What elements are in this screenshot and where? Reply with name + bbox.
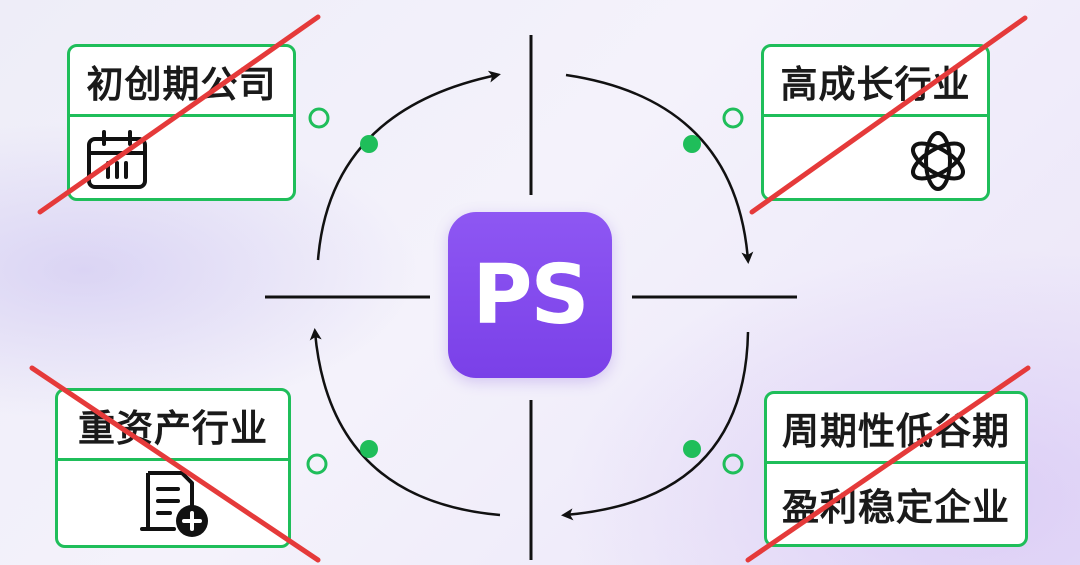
arc-dot-bottom-left bbox=[360, 440, 378, 458]
connector-dot-bottom-left bbox=[306, 453, 328, 475]
connector-dot-top-right bbox=[722, 107, 744, 129]
card-title: 周期性低谷期 bbox=[767, 394, 1025, 464]
card-bottom-right: 周期性低谷期 盈利稳定企业 bbox=[764, 391, 1028, 547]
card-title: 高成长行业 bbox=[764, 47, 987, 117]
arc-bottom-left bbox=[309, 328, 501, 517]
card-top-right: 高成长行业 bbox=[761, 44, 990, 201]
card-bottom-left: 重资产行业 bbox=[55, 388, 291, 548]
connector-dot-top-left bbox=[308, 107, 330, 129]
card-body bbox=[764, 117, 987, 198]
arc-bottom-right bbox=[561, 331, 750, 521]
card-title: 初创期公司 bbox=[70, 47, 293, 117]
card-top-left: 初创期公司 bbox=[67, 44, 296, 201]
calendar-icon bbox=[87, 130, 147, 189]
openai-logo-icon bbox=[911, 131, 965, 191]
arc-top-right bbox=[565, 73, 754, 264]
card-body bbox=[70, 117, 293, 198]
connector-dot-bottom-right bbox=[722, 453, 744, 475]
arc-dot-top-right bbox=[683, 135, 701, 153]
ps-logo: PS bbox=[448, 212, 612, 378]
arc-dot-bottom-right bbox=[683, 440, 701, 458]
document-plus-icon bbox=[140, 471, 208, 537]
card-title: 重资产行业 bbox=[58, 391, 288, 461]
card-subtitle: 盈利稳定企业 bbox=[782, 486, 1010, 529]
ps-logo-text: PS bbox=[472, 247, 589, 343]
arc-dot-top-left bbox=[360, 135, 378, 153]
card-body bbox=[58, 461, 288, 545]
